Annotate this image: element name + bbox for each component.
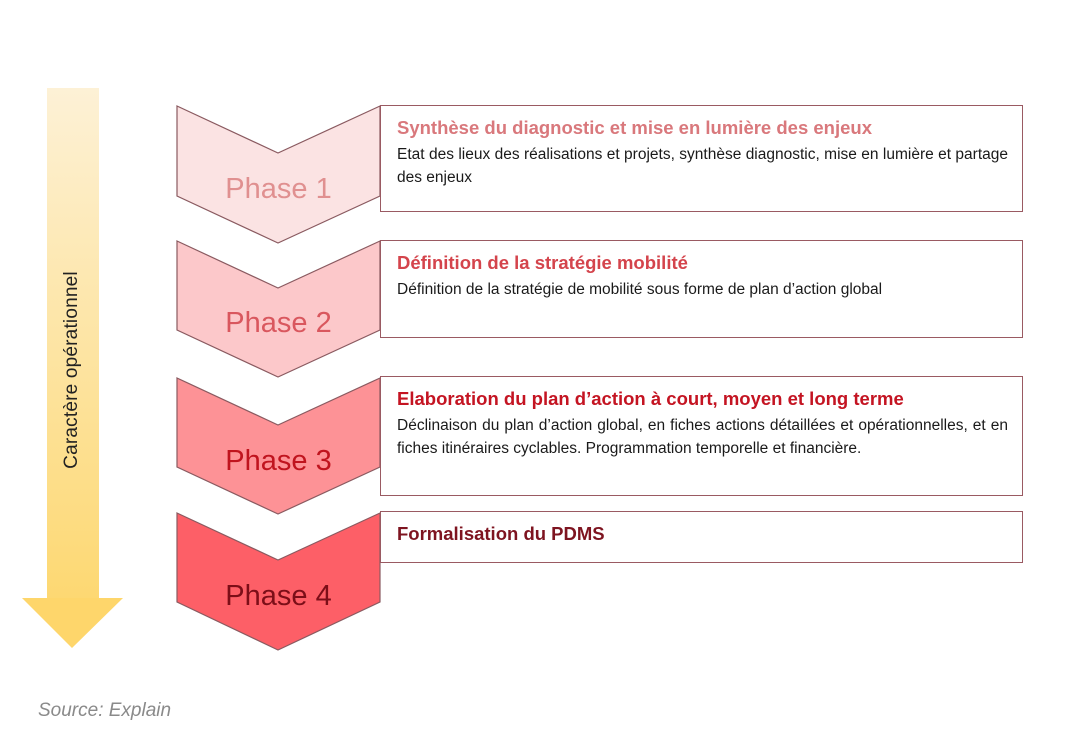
- phase-2-box: Définition de la stratégie mobilité Défi…: [380, 240, 1023, 338]
- phase-2-label: Phase 2: [225, 307, 332, 339]
- phase-1-box: Synthèse du diagnostic et mise en lumièr…: [380, 105, 1023, 212]
- phase-3-box: Elaboration du plan d’action à court, mo…: [380, 376, 1023, 496]
- phase-4-label: Phase 4: [225, 580, 332, 612]
- phase-4-title: Formalisation du PDMS: [397, 523, 605, 544]
- chevron-phase-4: [176, 512, 381, 651]
- phase-4-box: Formalisation du PDMS: [380, 511, 1023, 563]
- phase-3-title: Elaboration du plan d’action à court, mo…: [397, 388, 904, 409]
- down-arrow-icon: [22, 88, 123, 648]
- phase-3-description: Déclinaison du plan d’action global, en …: [397, 417, 1008, 457]
- axis-label: Caractère opérationnel: [61, 271, 82, 469]
- source-caption: Source: Explain: [38, 700, 172, 721]
- phase-2-title: Définition de la stratégie mobilité: [397, 252, 688, 273]
- phase-2-description: Définition de la stratégie de mobilité s…: [397, 281, 883, 298]
- phase-1-description: Etat des lieux des réalisations et proje…: [397, 146, 1008, 186]
- phase-1-title: Synthèse du diagnostic et mise en lumièr…: [397, 117, 872, 138]
- phase-1-label: Phase 1: [225, 173, 332, 205]
- phase-3-label: Phase 3: [225, 445, 332, 477]
